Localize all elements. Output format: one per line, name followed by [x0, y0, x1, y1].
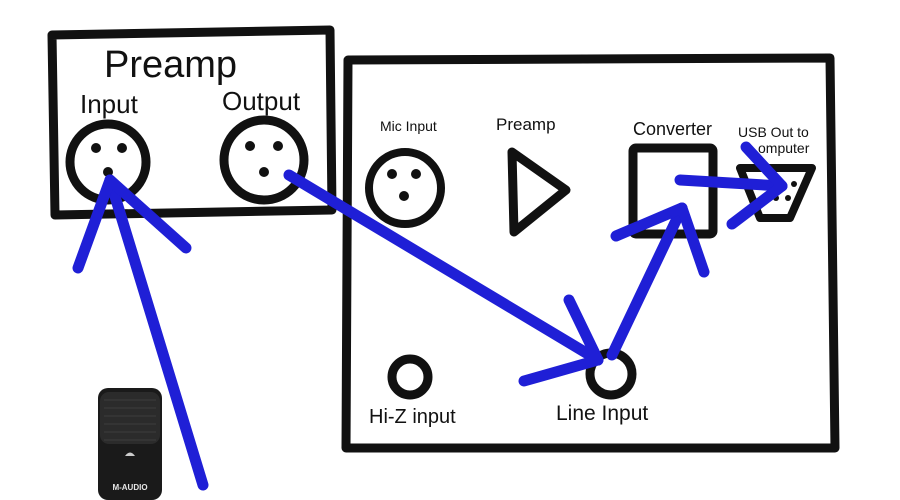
line-input-label: Line Input	[556, 402, 648, 425]
preamp-output-label: Output	[222, 86, 301, 116]
hiz-input-label: Hi-Z input	[369, 406, 456, 428]
preamp-box-title: Preamp	[104, 44, 237, 86]
usb-label-line1: USB Out to	[738, 124, 809, 140]
converter-label: Converter	[633, 119, 712, 139]
external-preamp-unit: Preamp Input Output	[47, 25, 337, 220]
arrow-converter-to-usb	[674, 174, 788, 192]
signal-flow-arrows	[72, 141, 788, 491]
preamp-input-label: Input	[80, 89, 139, 119]
mic-input-label: Mic Input	[380, 118, 437, 134]
hiz-input-jack-icon	[387, 354, 433, 400]
interface-preamp-label: Preamp	[496, 115, 556, 134]
microphone-icon: M-AUDIO	[98, 388, 162, 500]
preamp-amplifier-icon	[507, 147, 571, 237]
microphone-brand-logo: M-AUDIO	[112, 483, 147, 492]
arrow-mic-to-preamp-input-head	[72, 174, 192, 274]
arrow-converter-to-usb-head	[726, 141, 788, 230]
arrow-output-to-line-input	[283, 169, 604, 366]
arrow-output-to-line-input-head	[518, 294, 604, 387]
mic-input-xlr-icon	[365, 148, 445, 228]
preamp-xlr-output-icon	[219, 115, 309, 205]
arrow-line-input-to-converter	[606, 202, 688, 361]
arrow-line-input-to-converter-head	[610, 202, 710, 278]
usb-label-line2: omputer	[758, 140, 810, 156]
arrow-mic-to-preamp-input	[104, 174, 209, 491]
interface-box-outline	[341, 53, 840, 453]
preamp-box-outline	[47, 25, 337, 220]
